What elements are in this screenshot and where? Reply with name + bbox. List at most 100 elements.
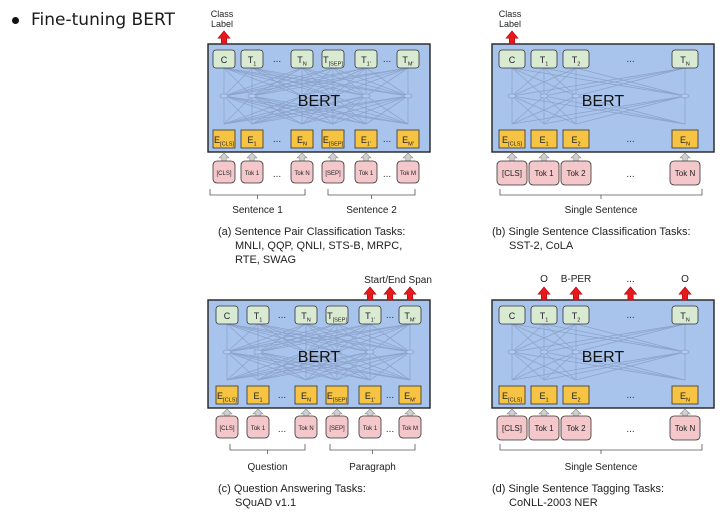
input-token-box (560, 415, 592, 441)
embedding-box (212, 129, 236, 149)
input-token-label: Tok 1 (534, 424, 554, 433)
token-ellipsis: ... (626, 424, 634, 435)
embedding-box (562, 129, 590, 149)
embedding-label: E[SEP] (323, 135, 344, 148)
input-token-label: Tok 1 (245, 171, 260, 177)
caption-line: (b) Single Sentence Classification Tasks… (492, 226, 691, 238)
embedding-ellipsis: ... (278, 390, 286, 401)
group-bracket (209, 189, 306, 196)
caption-line: (c) Question Answering Tasks: (218, 483, 366, 495)
input-token-box (240, 160, 264, 184)
task-output-label: Class (211, 9, 234, 19)
output-token-box (294, 305, 318, 325)
embedding-label: EM' (404, 391, 416, 404)
attention-lines (507, 323, 690, 381)
output-ellipsis: ... (383, 54, 391, 65)
input-token-label: [SEP] (325, 171, 341, 177)
embedding-label: E[SEP] (327, 391, 348, 404)
caption-line: MNLI, QQP, QNLI, STS-B, MRPC, (235, 240, 403, 252)
input-token-label: Tok 1 (359, 171, 374, 177)
group-bracket (327, 189, 416, 196)
output-token-label: T[SEP] (327, 311, 347, 324)
bert-block (207, 299, 431, 409)
attention-lines (219, 67, 413, 125)
output-token-label: T1' (365, 311, 375, 324)
input-token-label: [SEP] (329, 426, 345, 432)
bert-label: BERT (582, 349, 625, 366)
input-token-box (496, 160, 528, 186)
embedding-ellipsis: ... (273, 134, 281, 145)
output-token-box (354, 49, 378, 69)
output-token-box (212, 49, 236, 69)
output-token-label: T2 (572, 311, 581, 324)
output-arrow-icon (403, 286, 417, 301)
output-token-label: TN (297, 55, 307, 68)
embedding-box (354, 129, 378, 149)
embedding-ellipsis: ... (626, 134, 634, 145)
embedding-label: E[CLS] (214, 135, 234, 148)
output-token-box (396, 49, 420, 69)
embedding-box (530, 129, 558, 149)
input-token-box (290, 160, 314, 184)
input-token-box (528, 160, 560, 186)
attention-lines (507, 67, 690, 125)
output-token-label: C (224, 311, 231, 321)
embedding-box (325, 385, 349, 405)
group-bracket (499, 444, 703, 451)
token-ellipsis: ... (278, 424, 286, 435)
embedding-box (215, 385, 239, 405)
input-token-box (294, 415, 318, 439)
group-label: Sentence 2 (346, 205, 397, 216)
embedding-box (240, 129, 264, 149)
output-token-label: T1 (540, 311, 549, 324)
embedding-box (321, 129, 345, 149)
input-token-label: Tok N (294, 171, 309, 177)
embedding-label: E1' (361, 135, 371, 148)
embedding-box (498, 385, 526, 405)
output-token-box (358, 305, 382, 325)
input-token-box (528, 415, 560, 441)
tag-label: O (681, 274, 689, 285)
output-token-label: C (509, 311, 516, 321)
input-token-box (215, 415, 239, 439)
embedding-label: E[CLS] (502, 135, 522, 148)
input-token-box (496, 415, 528, 441)
embedding-box (671, 129, 699, 149)
embedding-label: EN (680, 391, 690, 404)
output-token-label: TM' (402, 55, 413, 68)
caption-line: CoNLL-2003 NER (509, 497, 598, 509)
output-token-label: TN (301, 311, 311, 324)
caption-line: (a) Sentence Pair Classification Tasks: (218, 226, 406, 238)
embedding-box (530, 385, 558, 405)
output-token-label: TM' (404, 311, 415, 324)
input-token-label: [CLS] (502, 424, 522, 433)
input-token-label: Tok N (675, 169, 696, 178)
embedding-ellipsis: ... (626, 390, 634, 401)
output-token-box (325, 305, 349, 325)
embedding-label: E1 (539, 135, 548, 148)
output-arrow-icon (623, 286, 638, 301)
input-token-box (246, 415, 270, 439)
output-arrow-icon (363, 286, 377, 301)
embedding-ellipsis: ... (383, 134, 391, 145)
output-token-box (671, 305, 699, 325)
input-token-label: Tok 1 (251, 426, 266, 432)
embedding-box (396, 129, 420, 149)
input-token-label: Tok 2 (566, 169, 586, 178)
output-token-box (562, 49, 590, 69)
output-arrow-icon (537, 286, 551, 301)
embedding-label: E[CLS] (217, 391, 237, 404)
embedding-label: E2 (571, 135, 580, 148)
embedding-label: EM' (402, 135, 414, 148)
output-arrow-icon (569, 286, 583, 301)
output-token-box (240, 49, 264, 69)
input-token-label: Tok 1 (363, 426, 378, 432)
output-token-box (498, 49, 526, 69)
task-output-label: Label (499, 19, 521, 29)
group-bracket (499, 189, 703, 196)
embedding-label: E[CLS] (502, 391, 522, 404)
output-token-box (398, 305, 422, 325)
